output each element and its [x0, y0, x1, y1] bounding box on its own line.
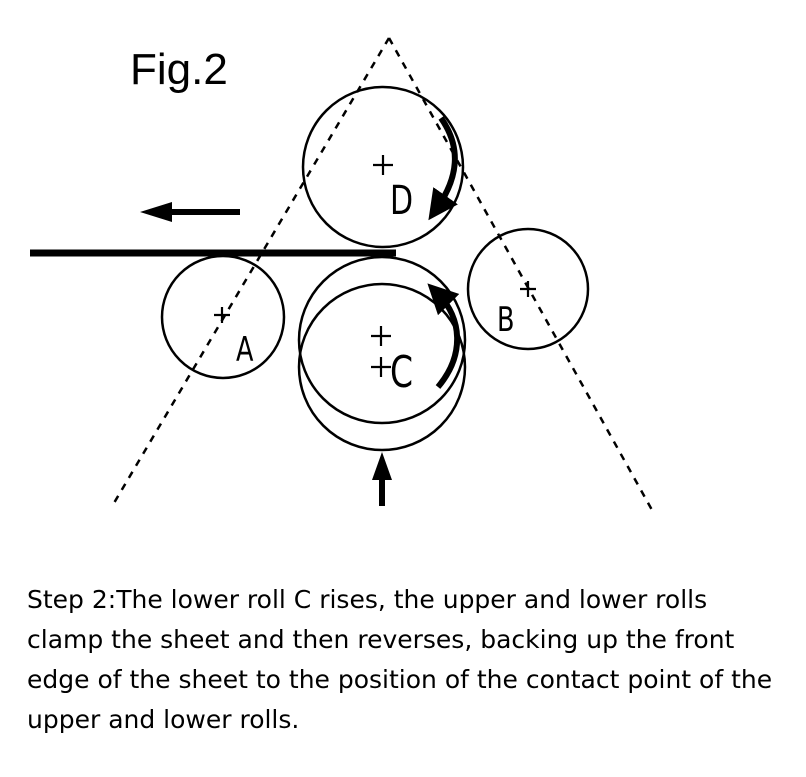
roll-b-label: B	[497, 300, 515, 340]
roll-b-center-mark	[520, 281, 536, 297]
roll-c-rise-arrow	[372, 452, 392, 506]
figure-title: Fig.2	[130, 45, 228, 94]
roll-c-rotation-arrow	[427, 283, 461, 389]
roll-d-center-mark	[373, 155, 393, 175]
roll-diagram: Fig.2 D A B C	[30, 37, 654, 511]
dashed-envelope	[112, 37, 654, 511]
roll-c: C	[297, 255, 467, 452]
roll-a-center-mark	[214, 307, 230, 323]
roll-c-center-mark-risen	[371, 326, 391, 346]
roll-d: D	[301, 85, 465, 249]
roll-d-rotation-arrow	[428, 116, 458, 221]
roll-c-risen-outline	[297, 255, 467, 425]
sheet-direction-arrow	[140, 202, 240, 222]
roll-c-center-mark-original	[371, 357, 391, 377]
roll-b: B	[466, 227, 590, 351]
roll-c-original-outline	[297, 282, 467, 452]
roll-a-label: A	[236, 330, 254, 370]
roll-a: A	[160, 254, 286, 380]
roll-c-label: C	[390, 347, 413, 398]
figure-caption: Step 2:The lower roll C rises, the upper…	[27, 585, 773, 734]
roll-d-label: D	[390, 178, 413, 224]
